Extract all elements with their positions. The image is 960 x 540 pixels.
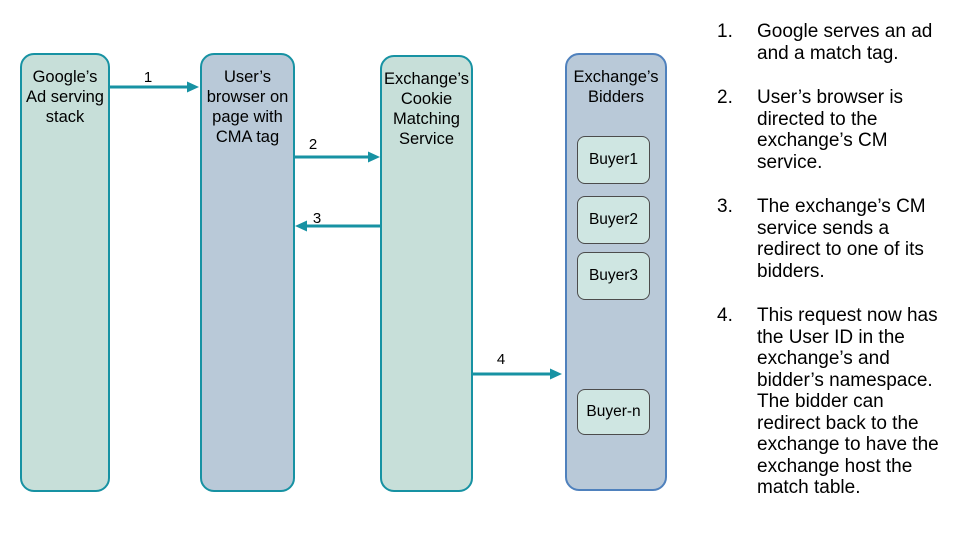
- node-google-ad-serving-stack: Google’s Ad serving stack: [20, 53, 110, 492]
- arrow-4-head-icon: [550, 368, 562, 380]
- buyer-box-3: Buyer3: [577, 252, 650, 300]
- steps-list: 1. Google serves an ad and a match tag. …: [717, 21, 957, 522]
- node-cookie-matching-service: Exchange’s Cookie Matching Service: [380, 55, 473, 492]
- node-user-browser: User’s browser on page with CMA tag: [200, 53, 295, 492]
- buyer-box-n: Buyer-n: [577, 389, 650, 435]
- step-number: 1.: [717, 21, 733, 42]
- arrow-label-3: 3: [312, 210, 322, 227]
- arrow-label-1: 1: [143, 69, 153, 86]
- step-number: 3.: [717, 196, 733, 217]
- step-number: 4.: [717, 305, 733, 326]
- arrow-1-head-icon: [187, 81, 199, 93]
- arrow-label-2: 2: [308, 136, 318, 153]
- arrow-2-head-icon: [368, 151, 380, 163]
- arrow-3-head-icon: [295, 220, 307, 232]
- step-text: Google serves an ad and a match tag.: [757, 21, 933, 64]
- step-text: This request now has the User ID in the …: [757, 305, 939, 498]
- step-item-4: 4. This request now has the User ID in t…: [717, 305, 957, 499]
- step-item-2: 2. User’s browser is directed to the exc…: [717, 87, 957, 173]
- buyer-box-1: Buyer1: [577, 136, 650, 184]
- node-title-bidders: Exchange’s Bidders: [573, 68, 659, 106]
- step-item-1: 1. Google serves an ad and a match tag.: [717, 21, 957, 64]
- buyer-box-2: Buyer2: [577, 196, 650, 244]
- step-item-3: 3. The exchange’s CM service sends a red…: [717, 196, 957, 282]
- arrow-label-4: 4: [496, 351, 506, 368]
- step-number: 2.: [717, 87, 733, 108]
- step-text: User’s browser is directed to the exchan…: [757, 87, 904, 173]
- node-title-browser: User’s browser on page with CMA tag: [206, 68, 289, 146]
- step-text: The exchange’s CM service sends a redire…: [757, 196, 926, 282]
- node-title-google: Google’s Ad serving stack: [26, 68, 104, 126]
- node-exchange-bidders: Exchange’s Bidders Buyer1 Buyer2 Buyer3 …: [565, 53, 667, 491]
- node-title-cm-service: Exchange’s Cookie Matching Service: [383, 70, 469, 148]
